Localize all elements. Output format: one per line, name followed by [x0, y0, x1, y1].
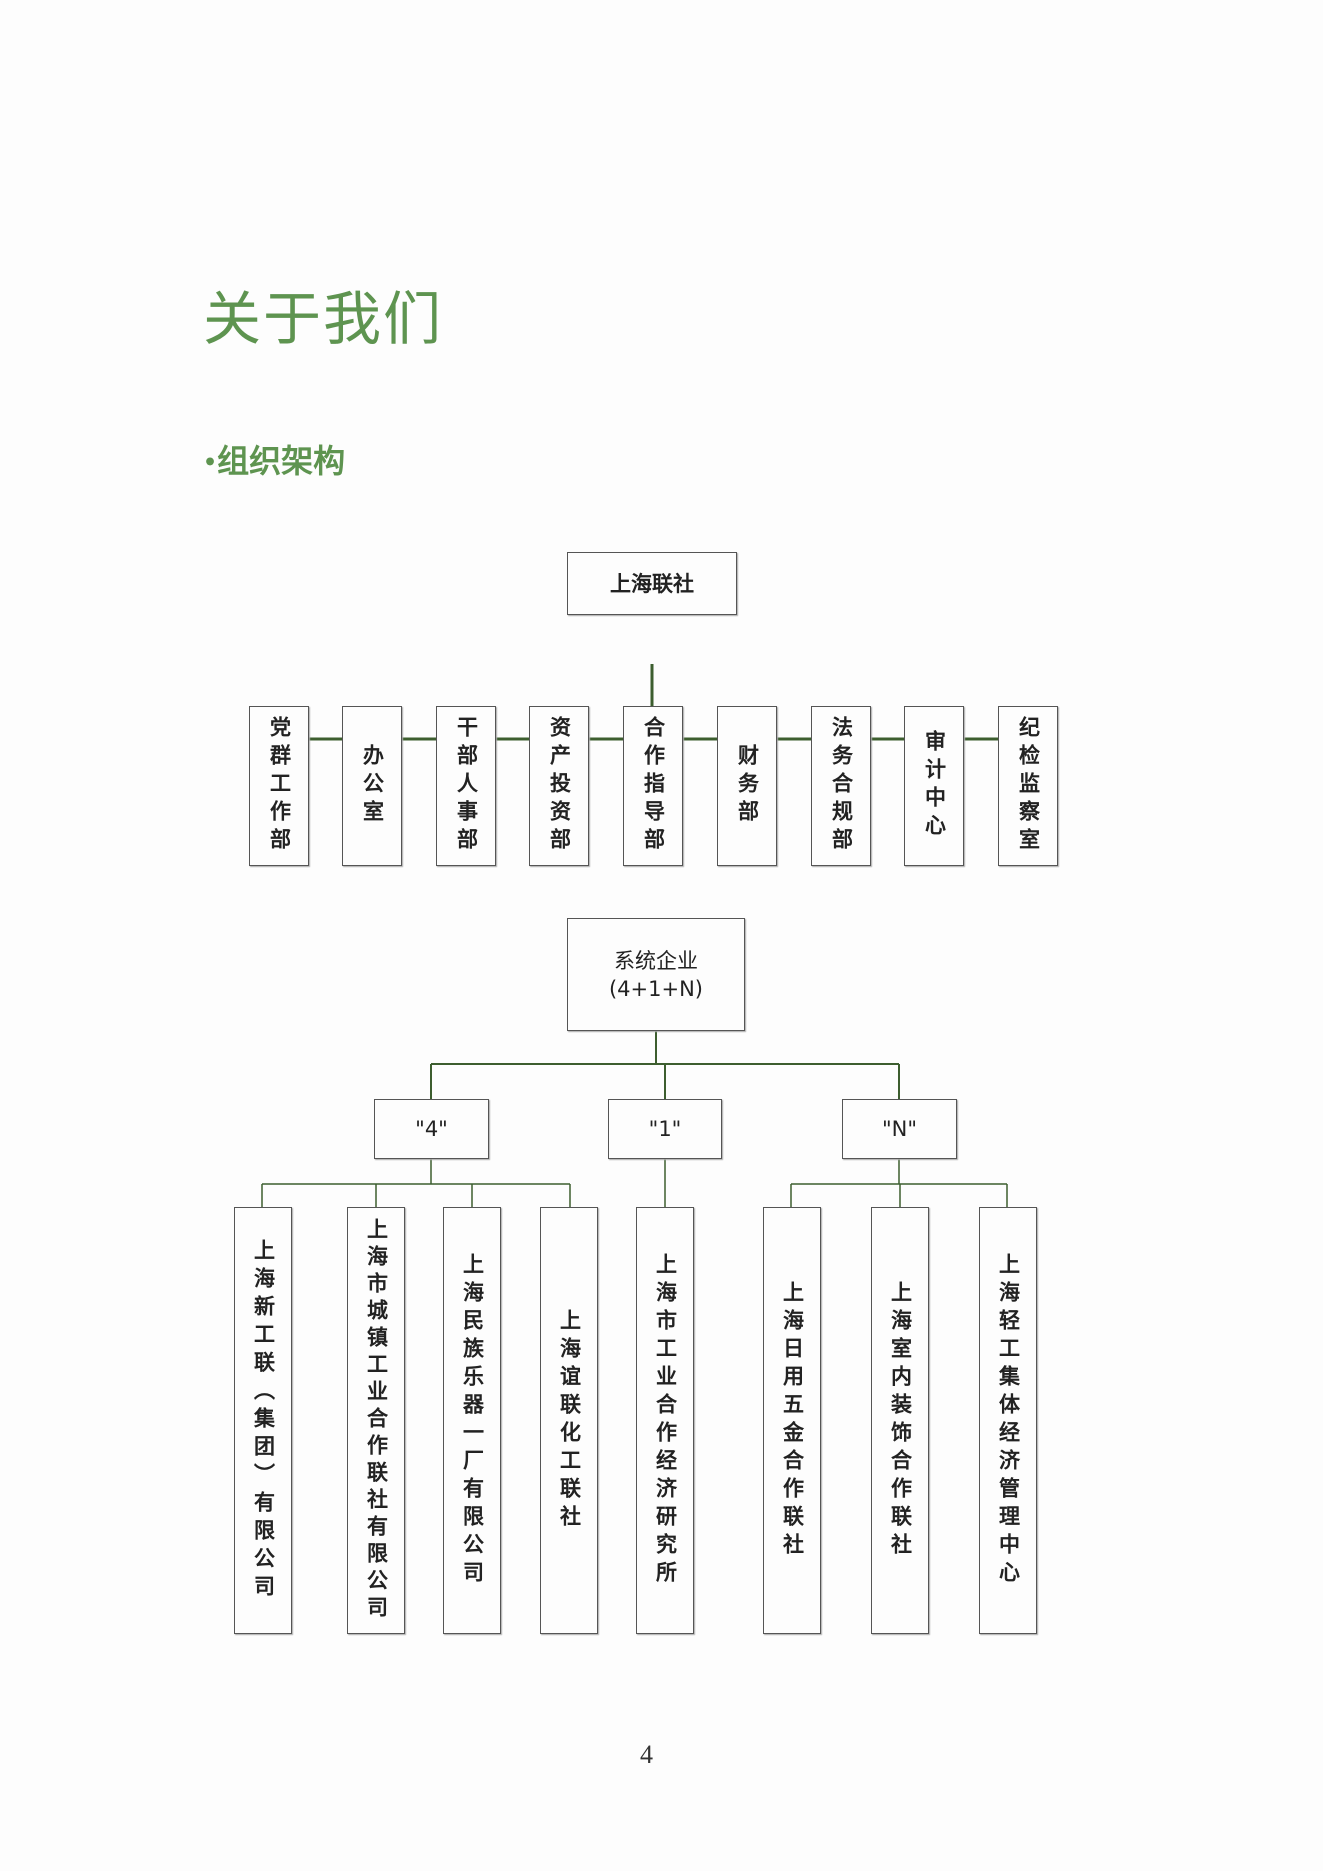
section-heading: •组织架构	[203, 436, 345, 482]
enterprise-box: 上海轻工集体经济管理中心	[979, 1207, 1037, 1634]
enterprise-label: 上海民族乐器一厂有限公司	[460, 1252, 485, 1589]
group-label: "N"	[881, 1117, 918, 1141]
org-root-label: 上海联社	[610, 571, 694, 596]
group-label: "4"	[415, 1117, 448, 1141]
department-box: 法务合规部	[811, 706, 871, 866]
department-label: 办公室	[360, 744, 385, 828]
group-label: "1"	[648, 1117, 682, 1141]
enterprise-box: 上海新工联（集团）有限公司	[234, 1207, 292, 1634]
department-label: 干部人事部	[454, 716, 479, 856]
enterprise-label: 上海市城镇工业合作联社有限公司	[364, 1218, 389, 1623]
department-label: 纪检监察室	[1016, 716, 1041, 856]
group-box-n: "N"	[842, 1099, 957, 1159]
enterprise-label: 上海谊联化工联社	[557, 1308, 582, 1533]
enterprises-root-title: 系统企业	[614, 948, 698, 973]
enterprise-box: 上海室内装饰合作联社	[871, 1207, 929, 1634]
department-label: 资产投资部	[547, 716, 572, 856]
department-box: 财务部	[717, 706, 777, 866]
department-box: 办公室	[342, 706, 402, 866]
enterprises-root-formula: (4+1+N)	[608, 976, 703, 1001]
page-title: 关于我们	[203, 285, 444, 353]
org-root-box: 上海联社	[567, 552, 737, 615]
enterprise-label: 上海室内装饰合作联社	[888, 1280, 913, 1561]
department-label: 财务部	[735, 744, 760, 828]
department-label: 法务合规部	[829, 716, 854, 856]
enterprise-box: 上海日用五金合作联社	[763, 1207, 821, 1634]
department-box: 党群工作部	[249, 706, 309, 866]
department-box: 审计中心	[904, 706, 964, 866]
bullet-icon: •	[203, 450, 218, 476]
department-box: 合作指导部	[623, 706, 683, 866]
enterprise-box: 上海市工业合作经济研究所	[636, 1207, 694, 1634]
enterprise-box: 上海市城镇工业合作联社有限公司	[347, 1207, 405, 1634]
department-label: 审计中心	[922, 730, 947, 842]
enterprise-box: 上海谊联化工联社	[540, 1207, 598, 1634]
department-box: 干部人事部	[436, 706, 496, 866]
enterprise-label: 上海新工联（集团）有限公司	[251, 1238, 276, 1603]
department-box: 纪检监察室	[998, 706, 1058, 866]
department-label: 合作指导部	[641, 716, 666, 856]
group-box-4: "4"	[374, 1099, 489, 1159]
department-label: 党群工作部	[267, 716, 292, 856]
page-number: 4	[640, 1740, 653, 1769]
enterprise-label: 上海轻工集体经济管理中心	[996, 1252, 1021, 1589]
enterprises-root-box: 系统企业 (4+1+N)	[567, 918, 745, 1031]
section-title: 组织架构	[217, 442, 346, 480]
group-box-1: "1"	[608, 1099, 722, 1159]
enterprise-label: 上海市工业合作经济研究所	[653, 1252, 678, 1589]
enterprise-box: 上海民族乐器一厂有限公司	[443, 1207, 501, 1634]
department-box: 资产投资部	[529, 706, 589, 866]
enterprise-label: 上海日用五金合作联社	[780, 1280, 805, 1561]
